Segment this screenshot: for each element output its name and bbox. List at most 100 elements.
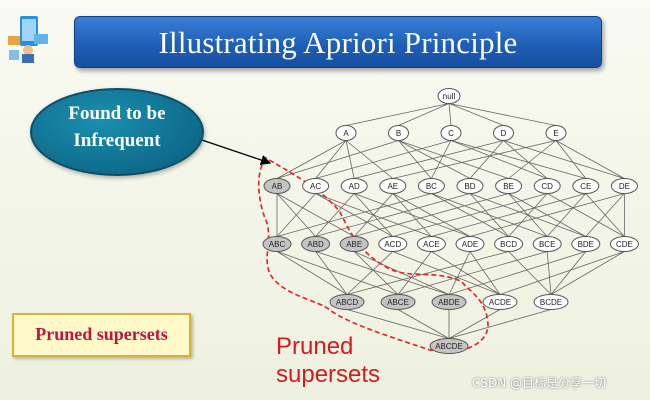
annotation-line-1: Pruned [276, 333, 354, 360]
itemset-label: ADE [462, 240, 478, 249]
itemset-label: A [343, 129, 349, 138]
itemset-label: D [501, 129, 507, 138]
lattice-edge [585, 193, 625, 237]
itemset-label: BCE [539, 240, 555, 249]
lattice-edge [397, 251, 432, 295]
itemset-label: ACE [423, 240, 439, 249]
callout-line-2: Infrequent [73, 130, 161, 151]
lattice-edge [499, 251, 625, 295]
itemset-label: ABCE [387, 298, 409, 307]
lattice-edge [398, 140, 509, 179]
lattice-edge [546, 251, 552, 295]
itemset-node-e: E [545, 125, 567, 141]
lattice-edge [398, 103, 450, 126]
itemset-node-d: D [493, 125, 514, 141]
lattice-edge [448, 103, 452, 126]
itemset-node-abd: ABD [301, 236, 331, 252]
itemset-label: ACDE [489, 298, 511, 307]
lattice-edge [315, 251, 348, 295]
itemset-node-ad: AD [340, 178, 368, 194]
itemset-node-ce: CE [572, 178, 600, 194]
itemset-node-acde: ACDE [482, 294, 518, 310]
page-title: Illustrating Apriori Principle [158, 25, 518, 60]
lattice-edge [469, 251, 501, 295]
itemset-node-abce: ABCE [380, 294, 416, 310]
lattice-edge [503, 140, 625, 179]
itemset-node-ade: ADE [455, 236, 485, 252]
lattice-edge [448, 103, 557, 126]
callout-arrow [189, 135, 272, 166]
itemset-label: BDE [578, 240, 594, 249]
lattice-edge [448, 103, 504, 126]
lattice-edge [448, 251, 471, 295]
lattice-edge [398, 140, 432, 179]
lattice-edge [431, 193, 586, 237]
lattice-edge [431, 251, 501, 295]
lattice-edge [547, 193, 625, 237]
lattice-edge [354, 193, 509, 237]
itemset-node-acd: ACD [378, 236, 408, 252]
lattice-edge [353, 193, 394, 237]
itemset-label: DE [619, 182, 630, 191]
lattice-edge [508, 251, 552, 295]
lattice-edge [450, 140, 548, 179]
itemset-node-b: B [388, 125, 409, 141]
itemset-label: CE [580, 182, 591, 191]
lattice-edge [315, 193, 355, 237]
itemset-node-de: DE [610, 178, 638, 194]
itemset-label: BCD [500, 240, 517, 249]
lattice-edge [276, 251, 348, 295]
itemset-label: ABDE [438, 298, 460, 307]
itemset-label: ABE [346, 240, 362, 249]
title-banner: Illustrating Apriori Principle [74, 16, 602, 68]
itemset-label: ABD [307, 240, 324, 249]
logo-icon [8, 16, 48, 63]
watermark: CSDN @目标是分享一切 [472, 376, 607, 390]
lattice-edge [508, 193, 548, 237]
lattice-edge [315, 251, 450, 295]
itemset-label: AC [310, 182, 321, 191]
lattice-edge [546, 193, 587, 237]
lattice-edge [469, 193, 625, 237]
lattice-edge [346, 251, 509, 295]
itemset-node-abde: ABDE [431, 294, 467, 310]
lattice-edge [448, 309, 552, 339]
lattice-edge [346, 309, 450, 339]
lattice-edge [448, 309, 501, 339]
lattice-edge [392, 193, 548, 237]
lattice-edge [276, 140, 347, 179]
itemset-label: ACD [384, 240, 401, 249]
lattice-edge [555, 140, 625, 179]
lattice-edge [345, 140, 355, 179]
itemset-label: ABC [269, 240, 286, 249]
itemset-label: B [396, 129, 401, 138]
itemset-node-bd: BD [456, 178, 484, 194]
itemset-node-abcd: ABCD [329, 294, 365, 310]
lattice-edge [346, 251, 394, 295]
pruned-supersets-box: Pruned supersets [12, 313, 191, 357]
callout-line-1: Found to be [68, 103, 166, 124]
lattice-edge [450, 140, 586, 179]
pruned-supersets-annotation: Pruned supersets [276, 333, 380, 389]
itemset-label: CDE [616, 240, 633, 249]
lattice-edge [315, 140, 452, 179]
lattice-edge [276, 193, 432, 237]
itemset-node-abcde: ABCDE [429, 338, 469, 354]
lattice-edge [353, 251, 399, 295]
itemset-node-bce: BCE [532, 236, 562, 252]
lattice-edge [392, 193, 432, 237]
itemset-label: AD [349, 182, 360, 191]
itemset-node-cd: CD [533, 178, 561, 194]
lattice-edge [550, 251, 625, 295]
itemset-label: BE [503, 182, 514, 191]
lattice-edge [397, 309, 450, 339]
lattice-edge [345, 140, 394, 179]
lattice-edge [555, 140, 587, 179]
infrequent-callout: Found to be Infrequent [30, 88, 204, 176]
itemset-node-ac: AC [302, 178, 330, 194]
lattice-edge [503, 140, 548, 179]
lattice-edge [276, 251, 399, 295]
lattice-edge [550, 251, 587, 295]
itemset-node-be: BE [495, 178, 523, 194]
